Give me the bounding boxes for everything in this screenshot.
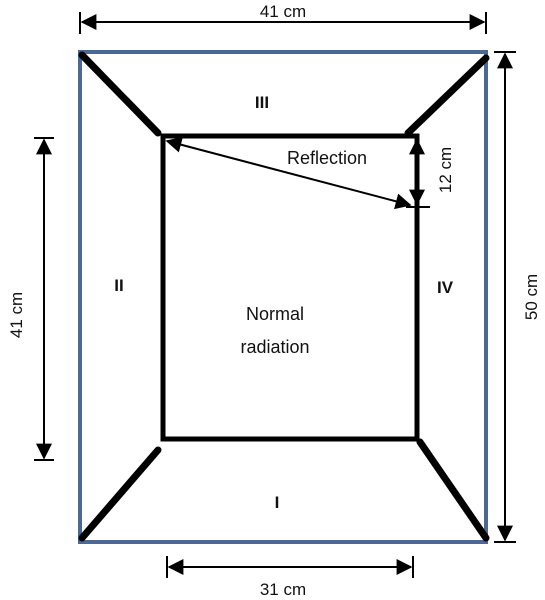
region-label-right: IV bbox=[437, 278, 454, 297]
reflector-diagonals bbox=[78, 51, 490, 542]
left-height-label: 41 cm bbox=[7, 292, 26, 338]
inner-frame bbox=[160, 133, 420, 442]
normal-radiation-label-line2: radiation bbox=[240, 337, 309, 357]
region-label-top: III bbox=[255, 93, 269, 112]
reflection-ray bbox=[165, 136, 412, 210]
diagonal-bottom-right bbox=[416, 438, 490, 542]
right-height-label: 50 cm bbox=[522, 274, 541, 320]
diagonal-top-right bbox=[404, 54, 490, 137]
top-width-label: 41 cm bbox=[260, 2, 306, 21]
bottom-width-label: 31 cm bbox=[260, 580, 306, 599]
outer-frame bbox=[78, 50, 488, 544]
diagonal-top-left bbox=[78, 51, 162, 137]
reflection-label: Reflection bbox=[287, 148, 367, 168]
region-label-bottom: I bbox=[275, 493, 280, 512]
normal-radiation-label-line1: Normal bbox=[246, 304, 304, 324]
reflection-offset-label: 12 cm bbox=[436, 147, 455, 193]
region-label-left: II bbox=[114, 276, 123, 295]
diagonal-bottom-left bbox=[78, 446, 162, 542]
